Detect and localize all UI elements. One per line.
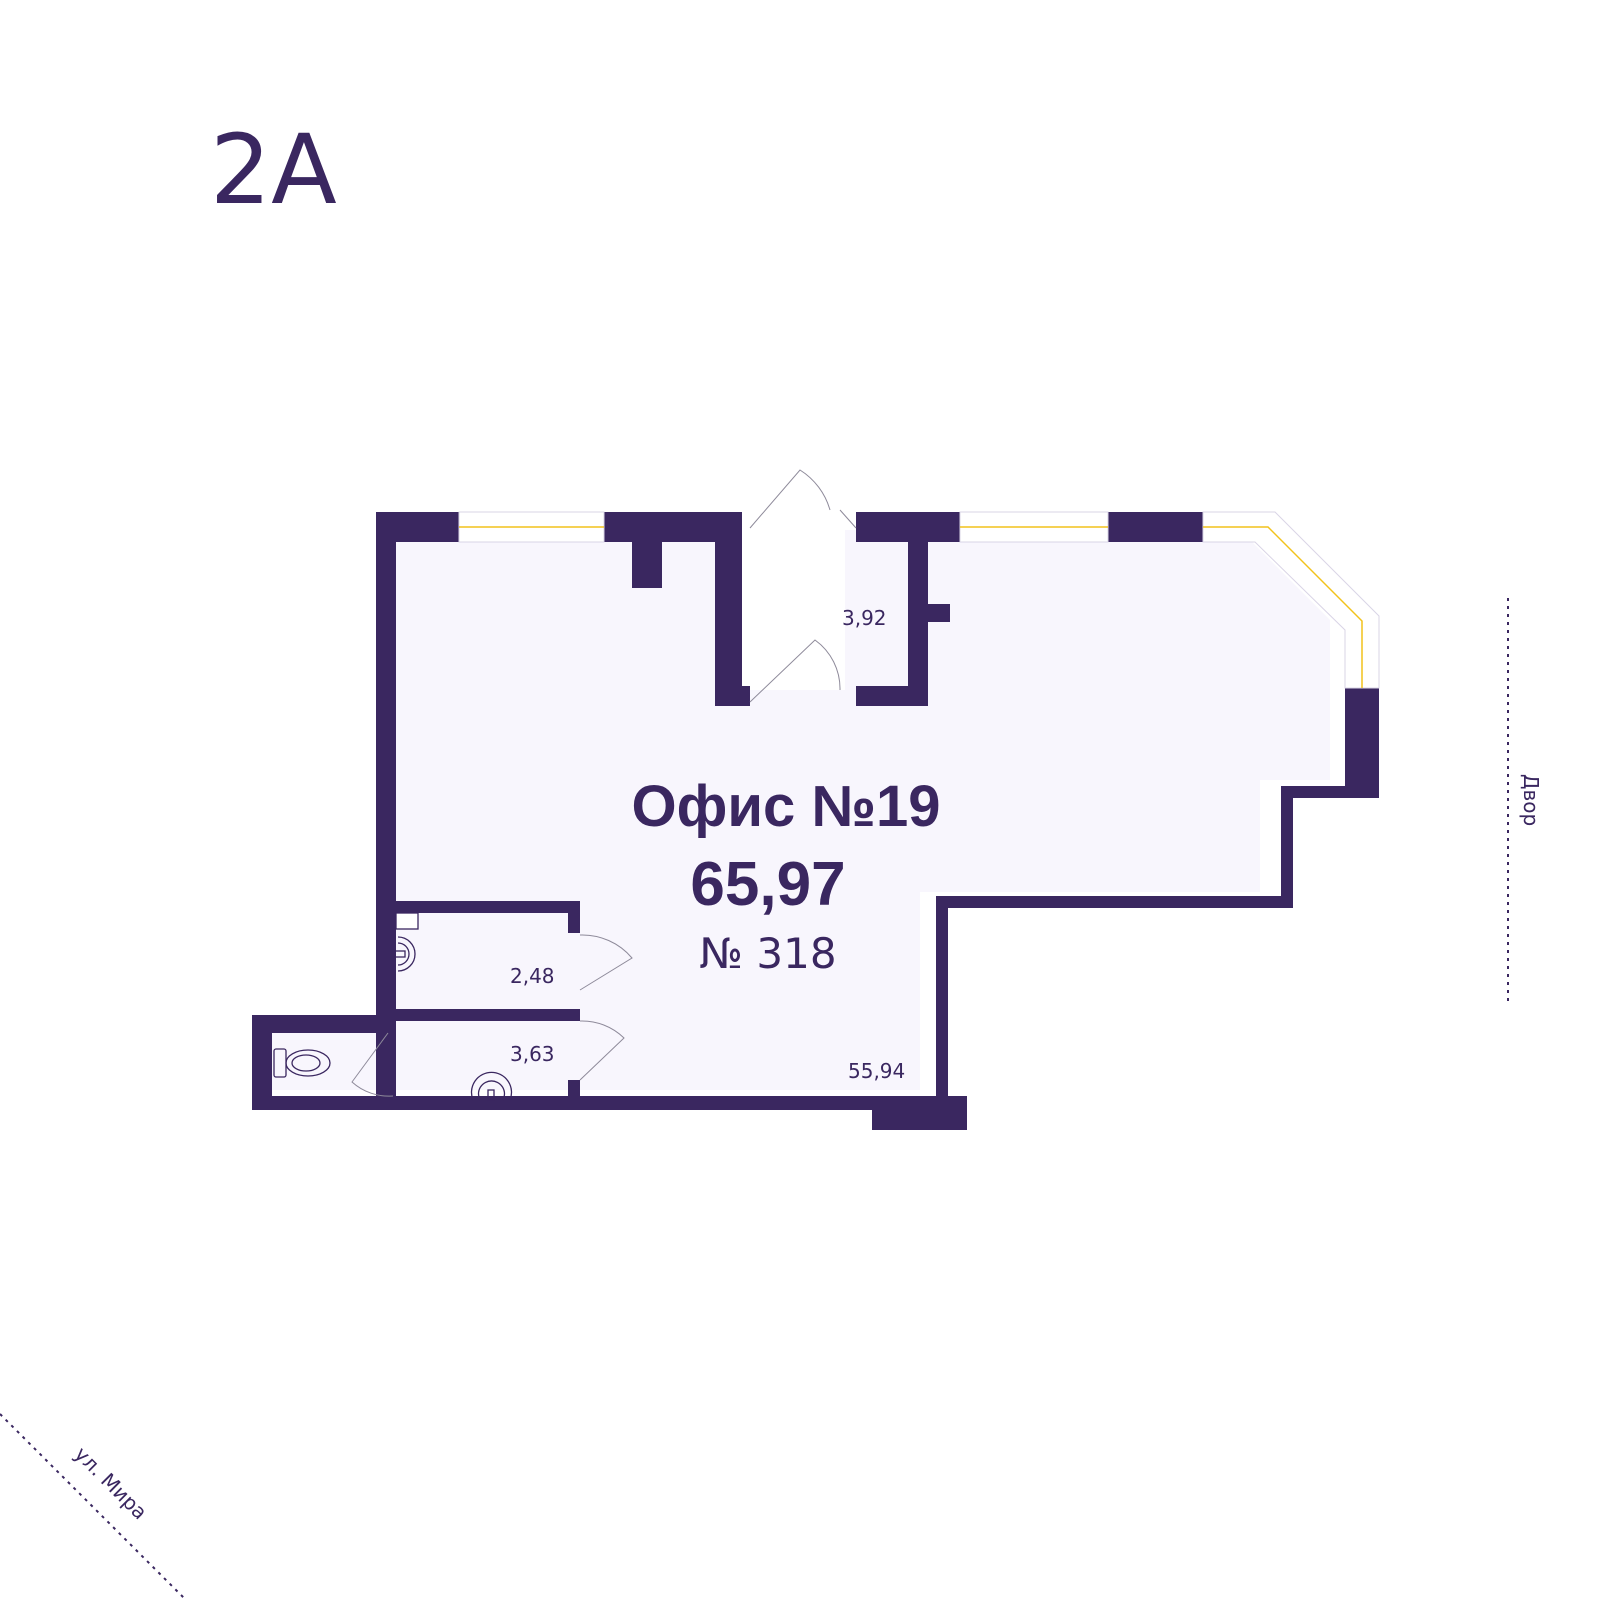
door-entrance-right	[839, 509, 857, 529]
street-label: ул. Мира	[70, 1442, 152, 1524]
room-area-vestibule: 3,92	[842, 606, 887, 630]
walls	[252, 512, 1379, 1130]
room-area-washroom-lower: 3,63	[510, 1042, 555, 1066]
yard-label: Двор	[1519, 774, 1543, 826]
office-total-area: 65,97	[690, 850, 845, 919]
shaft-icon	[395, 912, 419, 930]
door-washroom-lower	[579, 1020, 625, 1081]
floor-area	[265, 530, 1330, 1090]
fixtures	[273, 912, 513, 1101]
room-area-main: 55,94	[848, 1059, 905, 1083]
office-number: № 318	[699, 929, 836, 978]
door-closet	[351, 1032, 394, 1097]
sink-lower-icon	[470, 1071, 513, 1101]
section-code: 2A	[210, 114, 337, 226]
office-title: Офис №19	[631, 774, 940, 839]
door-vestibule	[749, 639, 841, 703]
door-washroom-upper	[579, 934, 633, 991]
street-boundary-line	[0, 1413, 187, 1600]
door-entrance-left	[749, 469, 831, 529]
room-area-washroom-upper: 2,48	[510, 964, 555, 988]
toilet-icon	[273, 1048, 331, 1078]
sink-upper-icon	[394, 936, 416, 972]
doors	[351, 469, 857, 1097]
windows	[458, 511, 1380, 689]
